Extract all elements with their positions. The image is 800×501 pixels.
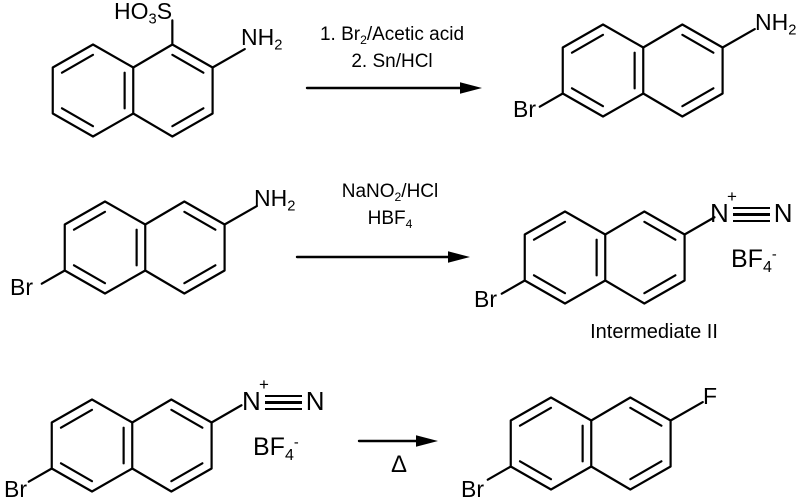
double-bond-inner (518, 406, 553, 427)
step2-line2: HBF4 (367, 208, 413, 232)
tetrafluoroborate-label: BF4- (731, 245, 777, 277)
double-bond-inner (59, 462, 94, 483)
double-bond-inner (171, 53, 205, 74)
diazonium-label: N+N (710, 187, 793, 228)
bromo-label: Br (474, 286, 497, 312)
naphthalene-ring-outline (561, 23, 724, 118)
naphthalene-ring-outline (523, 210, 686, 305)
double-bond-inner (518, 460, 553, 481)
amine-bond (211, 48, 246, 69)
fluoro-bond (669, 401, 704, 422)
double-bond-inner (171, 107, 205, 128)
reaction-arrow-step1 (305, 82, 482, 94)
molecule-diazonium-reactant (27, 398, 243, 493)
double-bond-inner (59, 408, 94, 429)
step1-line1: 1. Br2/Acetic acid (319, 24, 465, 47)
arrow-head (460, 82, 482, 94)
minus-charge: - (293, 435, 299, 452)
plus-charge: + (259, 375, 269, 394)
arrow-head (448, 251, 470, 263)
fluoro-label: F (703, 383, 718, 409)
plus-charge: + (727, 187, 737, 206)
amine-bond (223, 205, 258, 226)
intermediate-caption: Intermediate II (590, 321, 718, 343)
triple-bond (732, 206, 770, 223)
molecule-bromofluoronaphthalene (486, 396, 704, 491)
bromo-label: Br (513, 96, 536, 122)
minus-charge: - (771, 247, 777, 264)
amine-bond (721, 28, 756, 49)
diazonium-label: N+N (242, 375, 325, 416)
arrow-head (416, 435, 438, 447)
double-bond-inner (570, 87, 605, 108)
naphthalene-ring-outline (51, 43, 214, 138)
molecule-diazonium-intermediate (500, 210, 716, 305)
amine-label: NH2 (241, 24, 283, 54)
step2-line1: NaNO2/HCl (341, 181, 439, 204)
step1-line2: 2. Sn/HCl (351, 51, 433, 73)
double-bond-inner (60, 107, 95, 128)
bromo-bond (486, 465, 512, 481)
bromo-label: Br (10, 274, 33, 300)
double-bond-inner (643, 274, 677, 295)
bromo-bond (27, 467, 53, 483)
double-bond-inner (72, 264, 107, 285)
bromo-bond (538, 92, 564, 108)
double-bond-inner (629, 460, 663, 481)
diazonium-bond (683, 216, 716, 236)
bromo-label: Br (4, 476, 27, 501)
double-bond-inner (183, 264, 217, 285)
reaction-arrow-step2 (295, 251, 470, 263)
double-bond-inner (532, 220, 567, 241)
naphthalene-ring-outline (50, 398, 213, 493)
double-bond-inner (60, 53, 95, 74)
naphthalene-ring-outline (509, 396, 672, 491)
bromo-bond (40, 269, 66, 285)
bromo-bond (500, 279, 526, 295)
triple-bond (264, 394, 302, 411)
step1-reagents: 1. Br2/Acetic acid 2. Sn/HCl (294, 22, 490, 76)
amine-label: NH2 (755, 9, 797, 39)
molecule-bromonaphthylamine-product (538, 23, 756, 118)
molecule-bromonaphthylamine-reactant (40, 200, 258, 295)
double-bond-inner (629, 406, 663, 427)
diazonium-bond (210, 404, 243, 424)
molecule-aminonaphthalenesulfonic-acid (51, 19, 246, 138)
double-bond-inner (570, 33, 605, 54)
delta-heat-symbol: Δ (390, 451, 408, 478)
double-bond-inner (681, 33, 715, 54)
double-bond-inner (72, 210, 107, 231)
so3h-label: HO3S (114, 0, 173, 28)
double-bond-inner (532, 274, 567, 295)
bromo-label: Br (461, 476, 484, 501)
amine-label: NH2 (254, 185, 296, 215)
double-bond-inner (681, 87, 715, 108)
double-bond-inner (170, 462, 204, 483)
reaction-arrow-step3 (357, 435, 438, 447)
naphthalene-ring-outline (63, 200, 226, 295)
double-bond-inner (643, 220, 677, 241)
tetrafluoroborate-label: BF4- (253, 433, 299, 465)
double-bond-inner (170, 408, 204, 429)
double-bond-inner (183, 210, 217, 231)
